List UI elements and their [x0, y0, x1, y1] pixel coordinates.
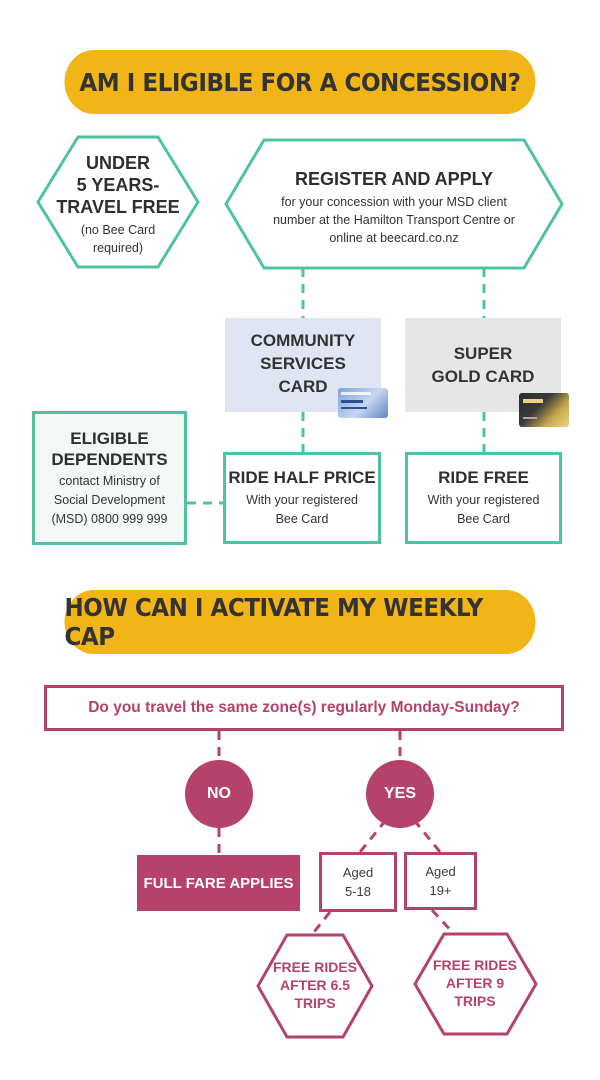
age-a-box: Aged 5-18: [319, 852, 397, 912]
free-a-l2: AFTER 6.5: [279, 977, 350, 993]
age-b-l1: Aged: [425, 864, 456, 879]
dependents-text-2: Social Development: [53, 492, 166, 507]
free-a-panel: FREE RIDES AFTER 6.5 TRIPS: [265, 958, 365, 1012]
half-price-box: RIDE HALF PRICE With your registered Bee…: [223, 452, 381, 544]
under5-title-3: TRAVEL FREE: [56, 197, 180, 217]
ride-free-text-1: With your registered: [427, 493, 540, 507]
register-panel: REGISTER AND APPLY for your concession w…: [236, 168, 552, 247]
question-box: Do you travel the same zone(s) regularly…: [44, 685, 564, 731]
community-card-l3: CARD: [278, 376, 328, 396]
dependents-box: ELIGIBLE DEPENDENTS contact Ministry of …: [32, 411, 187, 545]
under5-note-2: required): [92, 241, 144, 255]
free-a-hexagon: [256, 933, 374, 1039]
free-b-l2: AFTER 9: [445, 975, 505, 991]
free-b-panel: FREE RIDES AFTER 9 TRIPS: [425, 956, 525, 1010]
concession-title: AM I ELIGIBLE FOR A CONCESSION?: [79, 67, 521, 97]
free-b-hexagon: [413, 932, 538, 1036]
under5-panel: UNDER 5 YEARS- TRAVEL FREE (no Bee Card …: [48, 152, 188, 257]
under5-title-1: UNDER: [85, 153, 150, 173]
connector-age-a-free: [308, 911, 332, 938]
yes-circle: YES: [366, 760, 434, 828]
register-hexagon: [224, 138, 564, 270]
half-price-title: RIDE HALF PRICE: [228, 468, 376, 487]
dependents-title-1: ELIGIBLE: [70, 428, 149, 448]
under5-hexagon: [36, 135, 200, 269]
ride-free-text-2: Bee Card: [457, 512, 510, 526]
register-text-3: online at beecard.co.nz: [329, 231, 459, 245]
free-a-l3: TRIPS: [294, 995, 336, 1011]
community-card-l2: SERVICES: [260, 353, 346, 373]
free-a-l1: FREE RIDES: [272, 959, 357, 975]
half-price-text-2: Bee Card: [275, 512, 329, 526]
dependents-text-3: (MSD) 0800 999 999: [51, 511, 168, 526]
no-label: NO: [207, 785, 231, 802]
age-b-box: Aged 19+: [404, 852, 477, 910]
age-a-l1: Aged: [342, 865, 374, 880]
free-b-l1: FREE RIDES: [432, 957, 517, 973]
question-text: Do you travel the same zone(s) regularly…: [88, 699, 520, 716]
community-card-l1: COMMUNITY: [250, 330, 356, 350]
supergold-card-image: [519, 393, 569, 427]
concession-banner: AM I ELIGIBLE FOR A CONCESSION?: [64, 50, 536, 114]
dependents-title-2: DEPENDENTS: [51, 449, 168, 469]
age-a-l2: 5-18: [344, 884, 372, 899]
community-card-image: [338, 388, 388, 418]
half-price-text-1: With your registered: [246, 493, 358, 507]
connector-yes-age-b: [412, 819, 442, 853]
connector-age-b-free: [430, 908, 457, 937]
supergold-card-l2: GOLD CARD: [431, 367, 535, 386]
full-fare-box: FULL FARE APPLIES: [137, 855, 300, 911]
under5-note-1: (no Bee Card: [80, 223, 156, 237]
free-b-l3: TRIPS: [454, 993, 496, 1009]
weekly-cap-banner: HOW CAN I ACTIVATE MY WEEKLY CAP: [64, 590, 536, 654]
register-title: REGISTER AND APPLY: [294, 169, 494, 189]
register-text-2: number at the Hamilton Transport Centre …: [273, 213, 515, 227]
weekly-cap-title: HOW CAN I ACTIVATE MY WEEKLY CAP: [64, 593, 483, 651]
dependents-text-1: contact Ministry of: [59, 473, 160, 488]
age-b-l2: 19+: [429, 883, 452, 898]
under5-title-2: 5 YEARS-: [76, 175, 160, 195]
no-circle: NO: [185, 760, 253, 828]
full-fare-label: FULL FARE APPLIES: [143, 874, 294, 892]
ride-free-title: RIDE FREE: [438, 468, 529, 487]
supergold-card-l1: SUPER: [453, 344, 513, 363]
register-text-1: for your concession with your MSD client: [281, 195, 507, 209]
ride-free-box: RIDE FREE With your registered Bee Card: [405, 452, 562, 544]
connector-yes-age-a: [358, 819, 388, 853]
yes-label: YES: [383, 785, 416, 802]
